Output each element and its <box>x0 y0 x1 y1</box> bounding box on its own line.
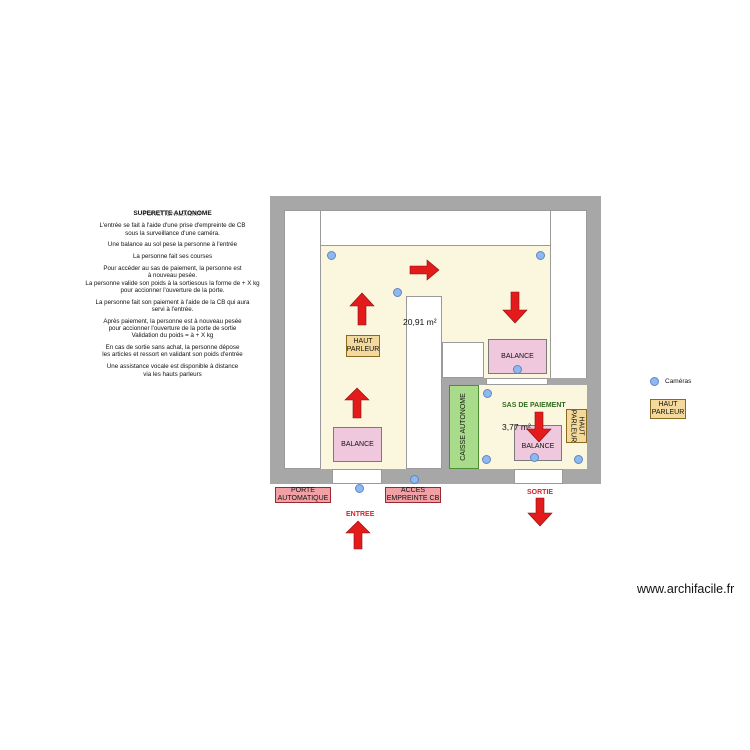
legend-cameras-label: Caméras <box>665 378 692 385</box>
haut-parleur-sas: HAUT PARLEUR <box>566 409 587 443</box>
left-partition <box>284 210 321 469</box>
balance-label: BALANCE <box>341 440 374 448</box>
camera-icon <box>482 455 491 464</box>
camera-icon <box>483 389 492 398</box>
watermark: www.archifacile.fr <box>637 582 735 596</box>
arrow-up-icon <box>349 292 375 326</box>
outer-wall-left <box>270 196 284 484</box>
camera-icon <box>393 288 402 297</box>
right-partition <box>550 210 587 380</box>
sas-door-opening <box>486 378 548 385</box>
balance-label: BALANCE <box>521 443 555 450</box>
entree-label: ENTREE <box>346 511 375 518</box>
camera-icon <box>513 365 522 374</box>
camera-icon <box>530 453 539 462</box>
camera-icon <box>536 251 545 260</box>
sas-area: 3,77 m² <box>502 422 531 432</box>
central-partition <box>406 296 442 469</box>
balance-entry: BALANCE <box>333 427 382 462</box>
camera-icon <box>410 475 419 484</box>
porte-label-text: PORTE AUTOMATIQUE <box>277 487 329 502</box>
haut-parleur-label: HAUT PARLEUR <box>569 409 585 443</box>
camera-icon <box>650 377 659 386</box>
camera-icon <box>574 455 583 464</box>
note-paragraph: L'entrée se fait à l'aide d'une prise d'… <box>99 222 246 237</box>
balance-exit: BALANCE <box>514 425 562 461</box>
acces-label-text: ACCES EMPREINTE CB <box>386 487 440 502</box>
haut-parleur-label: HAUT PARLEUR <box>346 338 380 353</box>
arrow-down-icon <box>527 497 553 527</box>
porte-automatique-label: PORTE AUTOMATIQUE <box>275 487 331 503</box>
note-paragraph: Après paiement, la personne est à nouvea… <box>103 317 242 340</box>
exit-door-opening <box>514 469 563 484</box>
note-paragraph: Une assistance vocale est disponible à d… <box>106 363 239 378</box>
main-area: 20,91 m² <box>403 317 437 327</box>
sas-label: SAS DE PAIEMENT <box>502 402 566 409</box>
legend-haut-parleur: HAUT PARLEUR <box>650 399 686 419</box>
note-paragraph: En cas de sortie sans achat, la personne… <box>102 344 243 359</box>
arrow-down-icon <box>502 291 528 324</box>
small-partition <box>442 342 484 378</box>
arrow-right-icon <box>409 259 440 281</box>
notes-overlay: FONCTIONNEMENT <box>143 211 202 218</box>
sas-wall-left <box>442 378 449 484</box>
camera-icon <box>355 484 364 493</box>
outer-wall-right <box>587 196 601 484</box>
note-paragraph: La personne fait son paiement à l'aide d… <box>95 298 250 313</box>
camera-icon <box>327 251 336 260</box>
entry-door-opening <box>332 469 382 484</box>
caisse-autonome: CAISSE AUTONOME <box>449 385 479 469</box>
haut-parleur-main: HAUT PARLEUR <box>346 335 380 357</box>
caisse-label: CAISSE AUTONOME <box>460 393 467 461</box>
notes-title: SUPERETTE AUTONOME <box>133 210 212 217</box>
note-paragraph: La personne fait ses courses <box>132 253 213 261</box>
balance-label: BALANCE <box>501 352 534 360</box>
top-partition <box>320 210 551 246</box>
sortie-label: SORTIE <box>527 489 554 496</box>
note-paragraph: Une balance au sol pese la personne à l'… <box>107 241 238 249</box>
acces-empreinte-label: ACCES EMPREINTE CB <box>385 487 441 503</box>
arrow-up-icon <box>344 387 370 419</box>
outer-wall-top <box>270 196 601 210</box>
functioning-notes: SUPERETTE AUTONOME FONCTIONNEMENT L'entr… <box>70 210 275 382</box>
legend-haut-parleur-label: HAUT PARLEUR <box>651 401 685 416</box>
arrow-down-icon <box>526 411 552 443</box>
note-paragraph: Pour accéder au sas de paiement, la pers… <box>85 264 260 294</box>
arrow-up-icon <box>345 520 371 550</box>
